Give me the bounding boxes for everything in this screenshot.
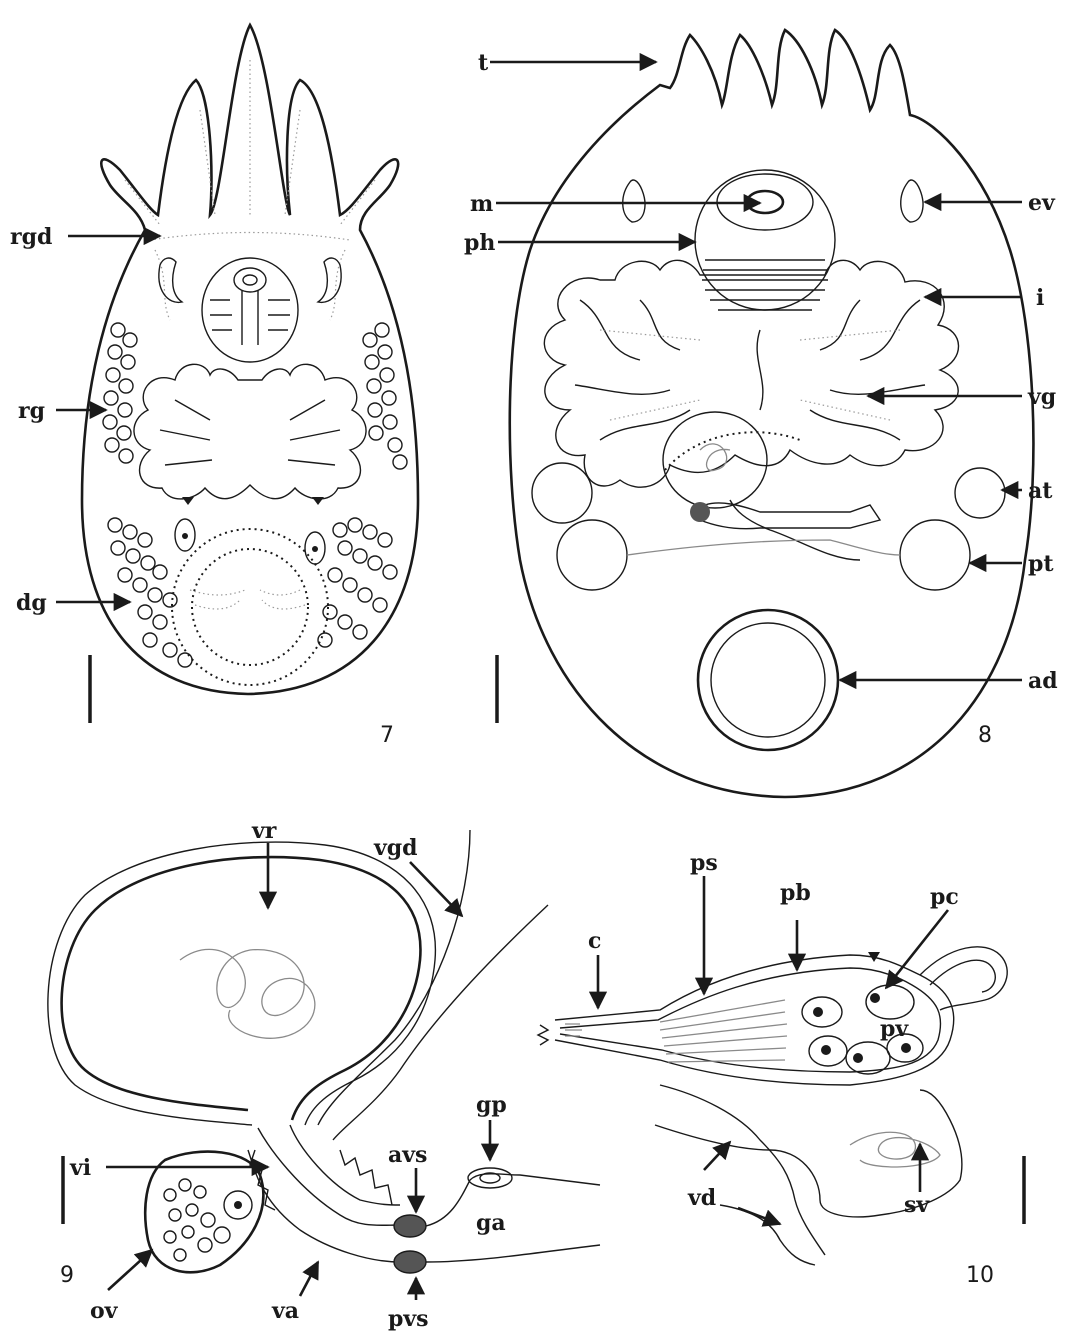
label-ev: ev <box>1028 190 1056 216</box>
label-vi: vi <box>69 1155 91 1181</box>
label-ga: ga <box>476 1210 506 1236</box>
label-rgd: rgd <box>10 224 52 250</box>
figure-10-drawing <box>538 947 1024 1265</box>
label-m: m <box>470 191 493 217</box>
figure-7-drawing <box>82 25 418 723</box>
figure-7-number: 7 <box>380 723 394 748</box>
label-c: c <box>588 928 601 954</box>
figure-10-number: 10 <box>966 1263 994 1288</box>
figure-8-number: 8 <box>978 723 992 748</box>
label-ov: ov <box>90 1298 119 1324</box>
label-t: t <box>478 50 489 76</box>
label-pt: pt <box>1028 551 1054 577</box>
label-pv: pv <box>880 1016 909 1042</box>
label-avs: avs <box>388 1142 427 1168</box>
figure-9-drawing <box>48 830 600 1273</box>
label-pc: pc <box>930 884 959 910</box>
label-vr: vr <box>251 818 277 844</box>
figure-9-number: 9 <box>60 1263 74 1288</box>
label-pb: pb <box>780 880 811 906</box>
label-i: i <box>1036 285 1044 311</box>
label-va: va <box>271 1298 299 1324</box>
label-gp: gp <box>476 1092 507 1118</box>
label-at: at <box>1028 478 1053 504</box>
label-pvs: pvs <box>388 1306 429 1332</box>
label-ad: ad <box>1028 668 1058 694</box>
label-vg: vg <box>1027 384 1056 410</box>
label-ps: ps <box>690 850 718 876</box>
figure-10-callouts <box>598 876 948 1224</box>
label-dg: dg <box>16 590 47 616</box>
label-sv: sv <box>904 1192 930 1218</box>
label-ph: ph <box>464 230 495 256</box>
label-vd: vd <box>687 1185 716 1211</box>
figure-8-drawing <box>497 30 1033 797</box>
label-rg: rg <box>18 398 45 424</box>
label-vgd: vgd <box>373 835 418 861</box>
figure-9-callouts <box>106 843 490 1300</box>
